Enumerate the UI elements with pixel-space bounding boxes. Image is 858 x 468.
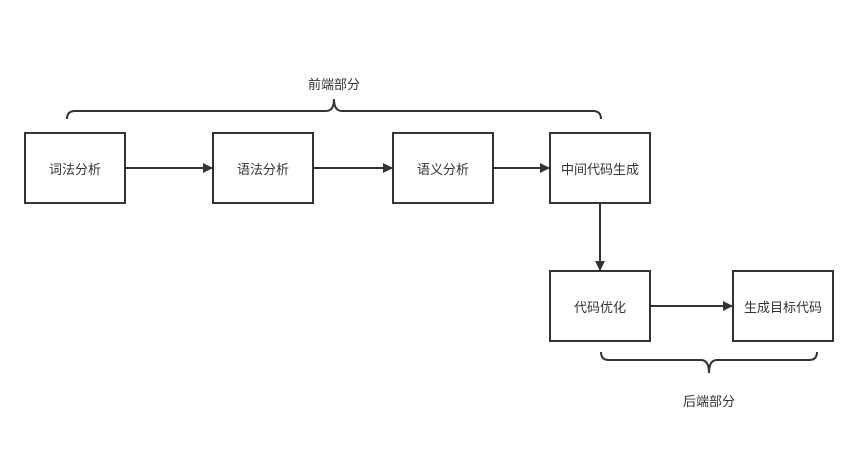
backend-group-label: 后端部分 [682, 395, 736, 410]
frontend-brace [66, 98, 602, 120]
node-target-code-generation: 生成目标代码 [732, 270, 834, 342]
node-semantic-analysis: 语义分析 [392, 132, 494, 204]
node-lexical-analysis: 词法分析 [24, 132, 126, 204]
frontend-group-label: 前端部分 [307, 78, 361, 93]
node-intermediate-code-generation: 中间代码生成 [549, 132, 651, 204]
backend-brace [600, 351, 818, 374]
node-code-optimization: 代码优化 [549, 270, 651, 342]
node-syntax-analysis: 语法分析 [212, 132, 314, 204]
